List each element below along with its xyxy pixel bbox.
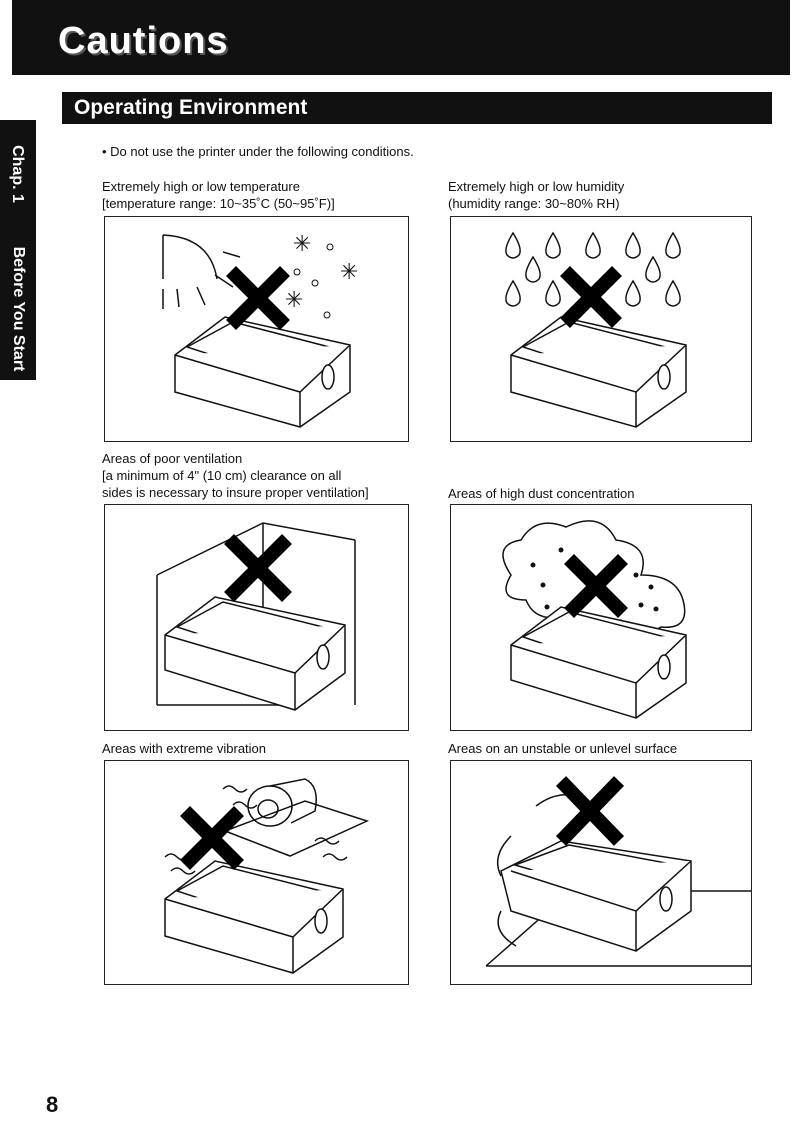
temperature-illustration: ✳ ✳ ✳ — [162, 232, 358, 428]
condition-caption: Areas of high dust concentration — [448, 485, 634, 502]
illustration-temperature: ✳ ✳ ✳ — [104, 216, 409, 442]
caption-line: Areas of high dust concentration — [448, 486, 635, 501]
caption-line: Extremely high or low humidity — [448, 179, 625, 194]
illustration-dust — [450, 504, 752, 731]
condition-caption: Areas of poor ventilation [a minimum of … — [102, 450, 369, 501]
chapter-section-label: Before You Start — [10, 246, 27, 372]
caption-line: (humidity range: 30~80% RH) — [448, 196, 620, 211]
ventilation-illustration — [156, 522, 356, 711]
vibration-illustration — [164, 778, 370, 974]
illustration-unlevel-surface — [450, 760, 752, 985]
dust-illustration — [502, 520, 687, 719]
illustration-vibration — [104, 760, 409, 985]
intro-text: Do not use the printer under the followi… — [110, 144, 414, 159]
caption-line: sides is necessary to insure proper vent… — [102, 485, 369, 500]
caption-line: [a minimum of 4" (10 cm) clearance on al… — [102, 468, 342, 483]
illustration-humidity — [450, 216, 752, 442]
chapter-banner: Cautions — [12, 0, 790, 75]
intro-bullet: • Do not use the printer under the follo… — [102, 144, 414, 159]
caption-line: [temperature range: 10~35˚C (50~95˚F)] — [102, 196, 335, 211]
svg-text:✳: ✳ — [293, 232, 311, 257]
condition-caption: Extremely high or low humidity (humidity… — [448, 178, 624, 212]
chapter-side-tab: Chap. 1 Before You Start — [0, 120, 36, 380]
caption-line: Areas of poor ventilation — [102, 451, 243, 466]
caption-line: Extremely high or low temperature — [102, 179, 300, 194]
illustration-ventilation — [104, 504, 409, 731]
caption-line: Areas on an unstable or unlevel surface — [448, 741, 678, 756]
section-bar: Operating Environment — [62, 92, 772, 124]
svg-text:✳: ✳ — [340, 260, 358, 285]
caption-line: Areas with extreme vibration — [102, 741, 267, 756]
unlevel-surface-illustration — [485, 776, 751, 967]
condition-caption: Extremely high or low temperature [tempe… — [102, 178, 335, 212]
section-title: Operating Environment — [74, 96, 308, 119]
condition-caption: Areas with extreme vibration — [102, 740, 266, 757]
chapter-label: Chap. 1 — [9, 145, 26, 203]
humidity-illustration — [505, 231, 687, 428]
svg-text:✳: ✳ — [285, 288, 303, 313]
condition-caption: Areas on an unstable or unlevel surface — [448, 740, 677, 757]
page-number: 8 — [46, 1092, 59, 1117]
page-title: Cautions — [58, 20, 229, 62]
